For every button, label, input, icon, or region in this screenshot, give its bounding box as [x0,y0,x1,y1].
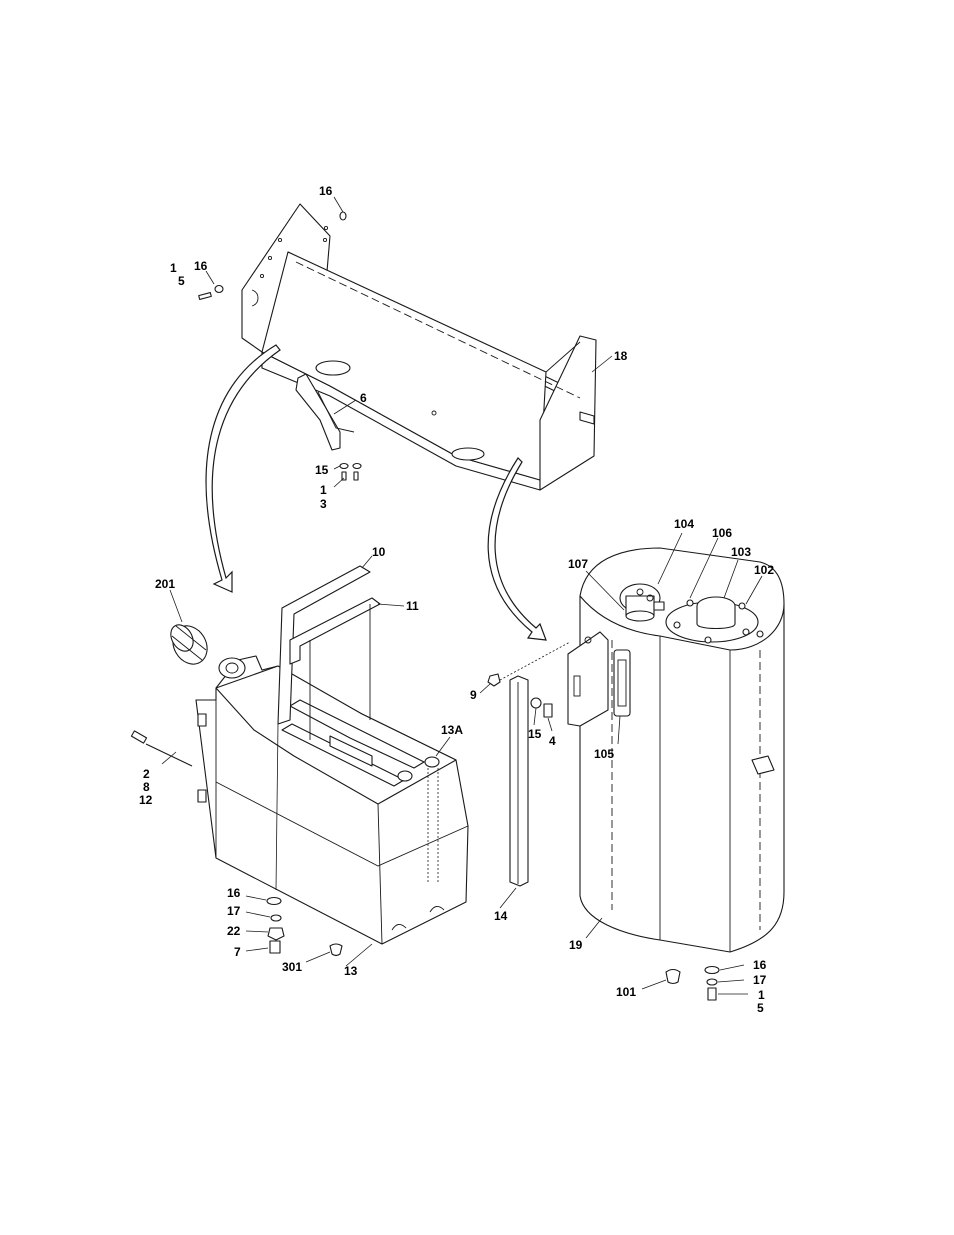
callout-106: 106 [712,526,732,540]
callout-10: 10 [372,545,386,559]
callout-16: 16 [227,886,241,900]
bar-hardware [488,642,570,717]
right-drain-hardware [666,967,719,1001]
callout-13: 13 [344,964,358,978]
callout-102: 102 [754,563,774,577]
callout-16: 16 [319,184,333,198]
callout-18: 18 [614,349,628,363]
filler-cap [166,620,214,671]
left-tank [196,656,468,944]
callout-19: 19 [569,938,583,952]
callout-17: 17 [227,904,241,918]
callout-13A: 13A [441,723,463,737]
callout-22: 22 [227,924,241,938]
callout-6: 6 [360,391,367,405]
callout-16: 16 [753,958,767,972]
support-bar [510,676,528,886]
callout-1-5: 15 [170,261,185,288]
callout-105: 105 [594,747,614,761]
callout-103: 103 [731,545,751,559]
sender-rod [131,731,192,766]
callout-15: 15 [528,727,542,741]
callout-14: 14 [494,909,508,923]
callout-11: 11 [406,599,419,613]
callout-15: 15 [315,463,329,477]
mounting-bracket [242,204,596,490]
callout-17: 17 [753,973,767,987]
install-arrow-left [206,345,280,592]
callout-7: 7 [234,945,241,959]
callout-301: 301 [282,960,302,974]
callout-9: 9 [470,688,477,702]
callout-104: 104 [674,517,694,531]
callout-101: 101 [616,985,636,999]
callout-107: 107 [568,557,588,571]
callout-16: 16 [194,259,208,273]
callout-201: 201 [155,577,175,591]
callout-4: 4 [549,734,556,748]
